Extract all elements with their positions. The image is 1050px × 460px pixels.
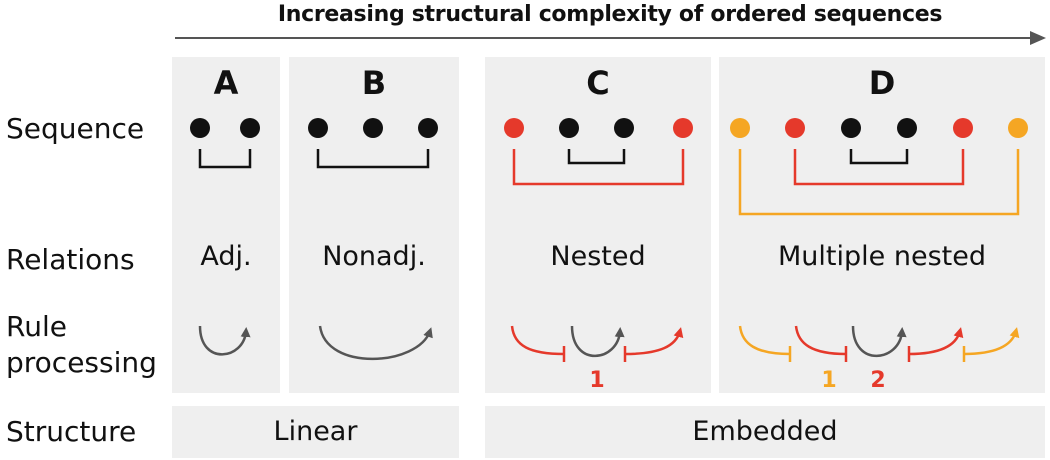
rule-number-d-2: 2: [870, 368, 885, 393]
relation-label-c: Nested: [550, 241, 646, 272]
panel-letter-b: B: [361, 64, 387, 102]
rule-arcs-d: [738, 325, 1020, 362]
rule-number-d-1: 1: [821, 368, 836, 393]
panel-letter-d: D: [868, 64, 896, 102]
row-label-relations: Relations: [6, 243, 135, 276]
panel-c: [485, 57, 711, 393]
row-label-rule-line2: processing: [6, 346, 157, 379]
structure-embedded-panel: [485, 406, 1045, 458]
sequence-a: [190, 118, 260, 169]
sequence-b: [308, 118, 438, 169]
structure-linear-panel: [172, 406, 459, 458]
relation-label-d: Multiple nested: [778, 241, 986, 272]
sequence-d: [730, 118, 1028, 216]
row-label-structure: Structure: [6, 415, 137, 448]
structure-label-embedded: Embedded: [692, 416, 838, 447]
panel-letter-a: A: [213, 64, 239, 102]
panel-letter-c: C: [586, 64, 610, 102]
panel-d: [719, 57, 1045, 393]
row-label-rule-line1: Rule: [6, 310, 67, 343]
row-label-sequence: Sequence: [6, 112, 145, 145]
sequence-c: [504, 118, 693, 186]
diagram-title: Increasing structural complexity of orde…: [277, 2, 943, 27]
rule-arc-b: [318, 325, 433, 361]
panel-a: [172, 57, 280, 393]
rule-arc-a: [198, 325, 251, 356]
rule-number-c-1: 1: [589, 368, 604, 393]
relation-label-b: Nonadj.: [322, 241, 426, 272]
structure-label-linear: Linear: [273, 416, 358, 447]
rule-arcs-c: [510, 325, 684, 362]
relation-label-a: Adj.: [200, 241, 252, 272]
